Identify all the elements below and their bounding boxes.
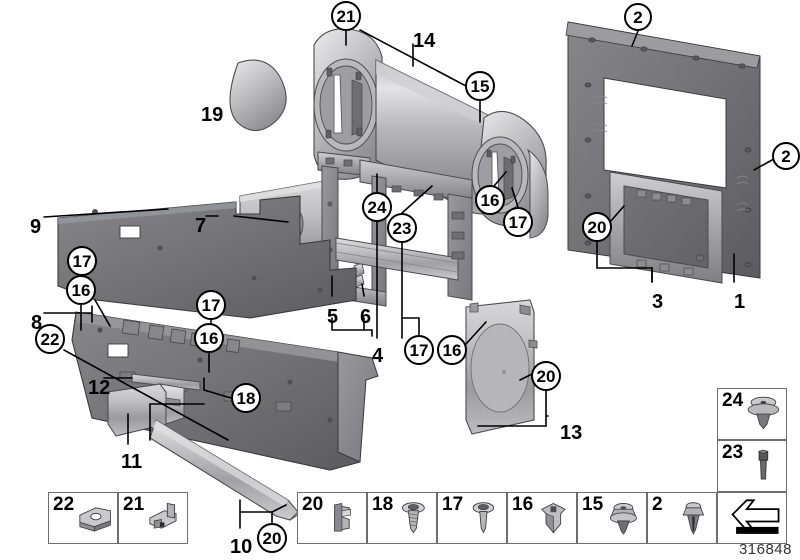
callout-bubble-16: 16 [66,275,96,305]
part-label-19: 19 [201,104,224,126]
callout-bubble-16: 16 [475,185,505,215]
callout-bubble-16: 16 [437,335,467,365]
part-label-11: 11 [121,451,143,473]
part-label-3: 3 [652,291,664,313]
stepped-grommet-icon [603,495,644,541]
callout-bubble-17: 17 [67,246,97,276]
legend-number-20: 20 [302,494,324,515]
legend-number-21: 21 [123,494,145,515]
legend-item-arrow [717,492,787,544]
legend-item-16: 16 [507,492,577,544]
part-13-side-trim [465,299,538,435]
expanding-rivet-icon [533,495,574,541]
legend-item-17: 17 [437,492,507,544]
legend-number-15: 15 [582,494,604,515]
push-rivet-icon [673,495,714,541]
spring-clip-icon [144,495,185,541]
part-label-5: 5 [327,306,339,328]
callout-bubble-24: 24 [362,192,392,222]
part-label-14: 14 [413,30,436,52]
sheet-metal-nut-icon [74,495,115,541]
callout-bubble-2: 2 [772,142,800,170]
oval-head-screw-icon [463,495,504,541]
legend-item-2: 2 [647,492,717,544]
part-label-10: 10 [230,536,253,558]
part-label-7: 7 [195,215,207,237]
image-id-text: 316848 [738,541,792,558]
legend-item-15: 15 [577,492,647,544]
legend-item-23: 23 [717,440,787,492]
flange-screw-icon [393,495,434,541]
part-label-4: 4 [372,345,384,367]
legend-item-24: 24 [717,388,787,440]
callout-bubble-21: 21 [331,1,361,31]
callout-bubble-15: 15 [465,71,495,101]
legend-item-18: 18 [367,492,437,544]
callout-bubble-23: 23 [387,213,417,243]
callout-bubble-18: 18 [231,383,261,413]
callout-bubble-17: 17 [196,290,226,320]
legend-item-21: 21 [118,492,188,544]
legend-number-24: 24 [722,390,744,411]
legend-number-2: 2 [652,494,663,515]
legend-item-22: 22 [48,492,118,544]
view-direction-arrow-icon [722,495,782,541]
callout-bubble-2: 2 [624,3,652,31]
callout-bubble-22: 22 [35,324,65,354]
callout-bubble-17: 17 [404,335,434,365]
part-label-9: 9 [30,216,42,238]
part-label-6: 6 [360,306,372,328]
legend-item-20: 20 [297,492,367,544]
callout-bubble-20: 20 [582,212,612,242]
part-12-strip [131,373,201,391]
cap-rivet-icon [743,391,784,437]
legend-number-16: 16 [512,494,534,515]
part-label-13: 13 [560,422,583,444]
part-label-1: 1 [734,291,746,313]
legend-number-17: 17 [442,494,464,515]
legend-number-18: 18 [372,494,394,515]
dowel-pin-icon [743,443,784,489]
edge-clip-icon [323,495,364,541]
part-label-12: 12 [88,377,111,399]
legend-number-23: 23 [722,442,744,463]
callout-bubble-17: 17 [503,207,533,237]
part-4-support-frame [317,151,473,307]
part-9-shelf-panel [57,195,357,319]
callout-bubble-16: 16 [194,323,224,353]
callout-bubble-20: 20 [531,361,561,391]
part-label-8: 8 [31,312,43,334]
part-19-oval-cover [229,59,287,132]
legend-number-22: 22 [53,494,75,515]
callout-bubble-20: 20 [257,523,287,553]
